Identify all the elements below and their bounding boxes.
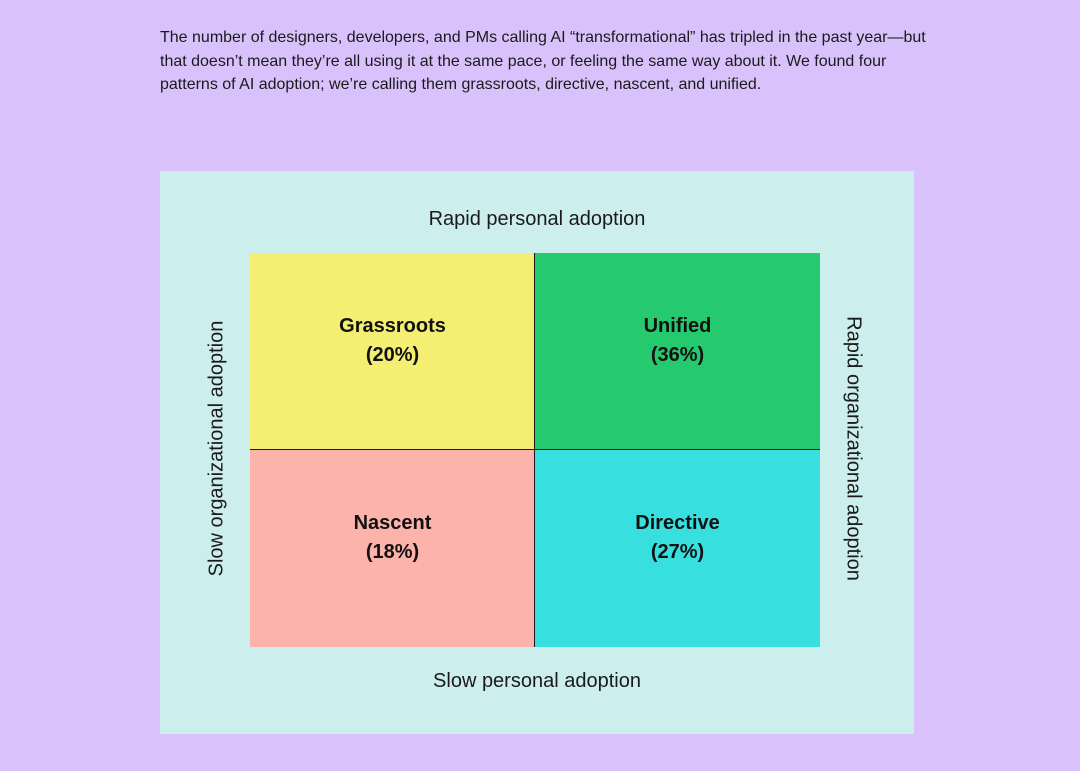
quadrant-percentage: (20%) bbox=[365, 344, 420, 366]
quadrant-nascent: Nascent (18%) bbox=[250, 450, 535, 647]
axis-label-right: Rapid organizational adoption bbox=[842, 316, 865, 581]
quadrant-unified: Unified (36%) bbox=[535, 253, 820, 450]
quadrant-percentage: (27%) bbox=[650, 541, 705, 563]
quadrant-name: Nascent bbox=[353, 512, 432, 534]
horizontal-divider bbox=[250, 449, 820, 450]
quadrant-name: Directive bbox=[635, 512, 720, 534]
adoption-matrix-card: Rapid personal adoption Slow organizatio… bbox=[160, 171, 914, 734]
axis-label-left: Slow organizational adoption bbox=[205, 320, 228, 577]
quadrant-grassroots: Grassroots (20%) bbox=[250, 253, 535, 450]
quadrant-name: Grassroots bbox=[339, 315, 446, 337]
vertical-divider bbox=[534, 253, 535, 647]
quadrant-directive: Directive (27%) bbox=[535, 450, 820, 647]
quadrant-percentage: (18%) bbox=[365, 541, 420, 563]
quadrant-name: Unified bbox=[643, 315, 712, 337]
intro-text: The number of designers, developers, and… bbox=[160, 26, 930, 97]
axis-label-top: Rapid personal adoption bbox=[428, 208, 646, 230]
intro-paragraph: The number of designers, developers, and… bbox=[160, 29, 926, 93]
quadrant-grid: Grassroots (20%) Unified (36%) Nascent (… bbox=[250, 253, 820, 647]
quadrant-percentage: (36%) bbox=[650, 344, 705, 366]
axis-label-bottom: Slow personal adoption bbox=[433, 670, 641, 692]
